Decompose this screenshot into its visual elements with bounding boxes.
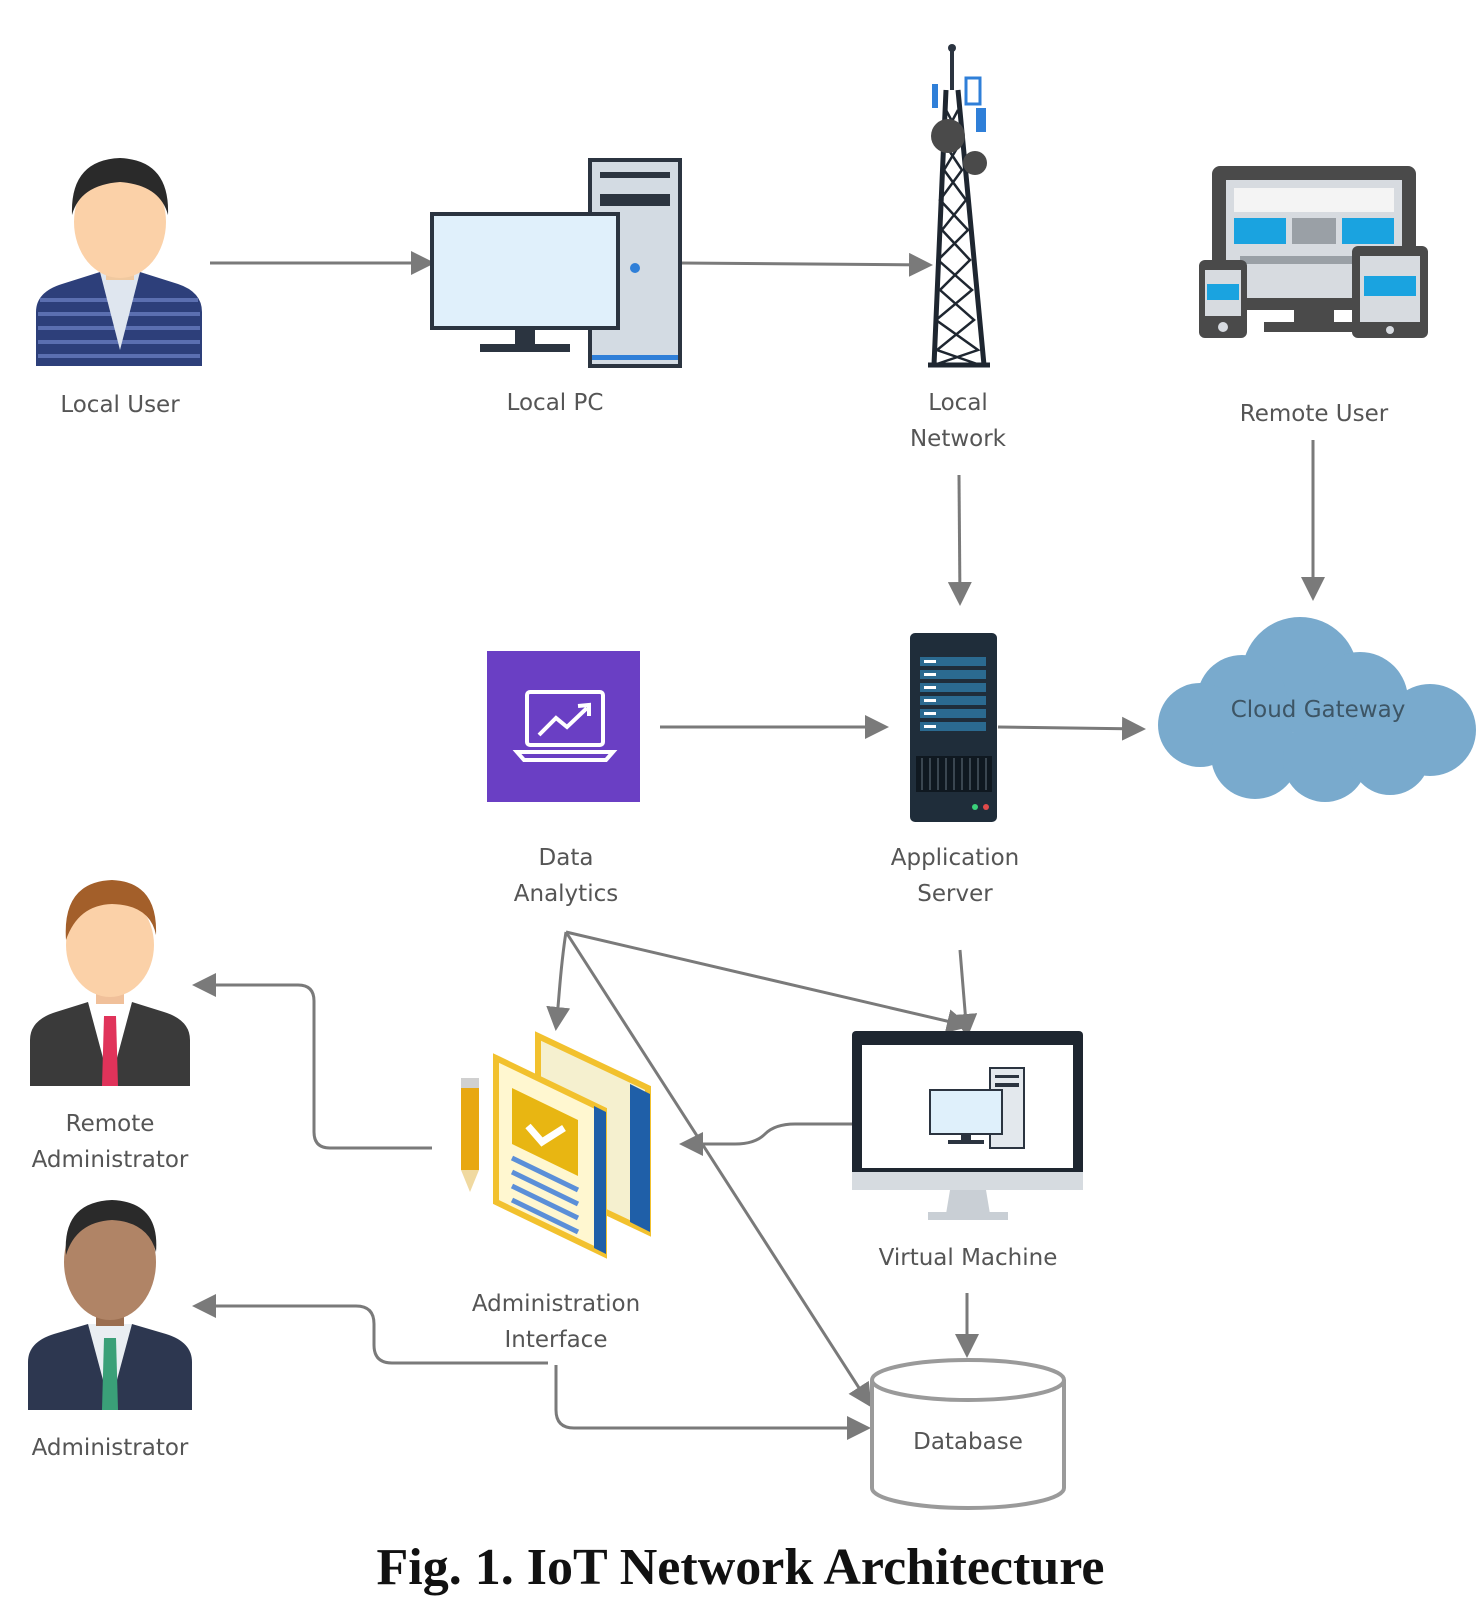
administrator-avatar-icon — [28, 1200, 192, 1410]
cell-tower-icon — [928, 44, 990, 368]
label-remote-administrator-line-2: Administrator — [31, 1147, 189, 1173]
label-remote-administrator: Remote Administrator — [10, 1106, 210, 1178]
database-cylinder-icon — [870, 1358, 1066, 1510]
label-administration-interface-line-1: Administration — [471, 1291, 641, 1317]
label-administration-interface: Administration Interface — [446, 1286, 666, 1358]
label-local-network: Local Network — [868, 385, 1048, 457]
label-local-pc: Local PC — [506, 390, 604, 416]
edge-data-analytics-to-database — [564, 931, 872, 1408]
administration-interface-icon — [461, 1031, 651, 1259]
label-administrator: Administrator — [31, 1435, 189, 1461]
data-analytics-icon — [487, 651, 640, 802]
edge-data-analytics-to-virtual-machine — [565, 930, 971, 1033]
edge-local-pc-to-local-network — [679, 252, 933, 277]
label-virtual-machine: Virtual Machine — [878, 1245, 1058, 1271]
label-local-network-line-2: Network — [909, 426, 1007, 452]
edge-administration-interface-to-database — [554, 1365, 871, 1440]
edges — [192, 251, 1325, 1440]
application-server-icon — [910, 633, 997, 822]
edge-data-analytics-to-administration-interface — [546, 931, 571, 1031]
label-administration-interface-line-2: Interface — [504, 1327, 608, 1353]
label-data-analytics-line-2: Analytics — [513, 881, 619, 907]
edge-virtual-machine-to-administration-interface — [679, 1122, 852, 1156]
architecture-diagram — [28, 44, 1476, 1510]
edge-administration-interface-to-remote-administrator — [192, 973, 432, 1150]
label-data-analytics-line-1: Data — [538, 845, 594, 871]
edge-application-server-to-cloud-gateway — [997, 716, 1146, 741]
remote-administrator-avatar-icon — [30, 880, 190, 1086]
edge-application-server-to-virtual-machine — [953, 949, 978, 1038]
label-data-analytics: Data Analytics — [476, 840, 656, 912]
label-application-server: Application Server — [855, 840, 1055, 912]
label-remote-user: Remote User — [1239, 401, 1389, 427]
figure-caption: Fig. 1. IoT Network Architecture — [376, 1539, 1105, 1596]
local-user-avatar-icon — [36, 158, 202, 366]
label-local-user: Local User — [60, 392, 180, 418]
edge-administration-interface-to-administrator — [192, 1294, 548, 1365]
cloud-icon — [1158, 617, 1476, 802]
multi-device-icon — [1199, 166, 1428, 338]
virtual-machine-monitor-icon — [852, 1031, 1083, 1220]
label-remote-administrator-line-1: Remote — [65, 1111, 155, 1137]
label-local-network-line-1: Local — [928, 390, 988, 416]
local-pc-icon — [430, 158, 682, 368]
label-database: Database — [913, 1429, 1023, 1455]
label-application-server-line-1: Application — [890, 845, 1020, 871]
edge-local-network-to-application-server — [947, 474, 972, 606]
label-cloud-gateway: Cloud Gateway — [1230, 697, 1406, 723]
label-application-server-line-2: Server — [917, 881, 993, 907]
